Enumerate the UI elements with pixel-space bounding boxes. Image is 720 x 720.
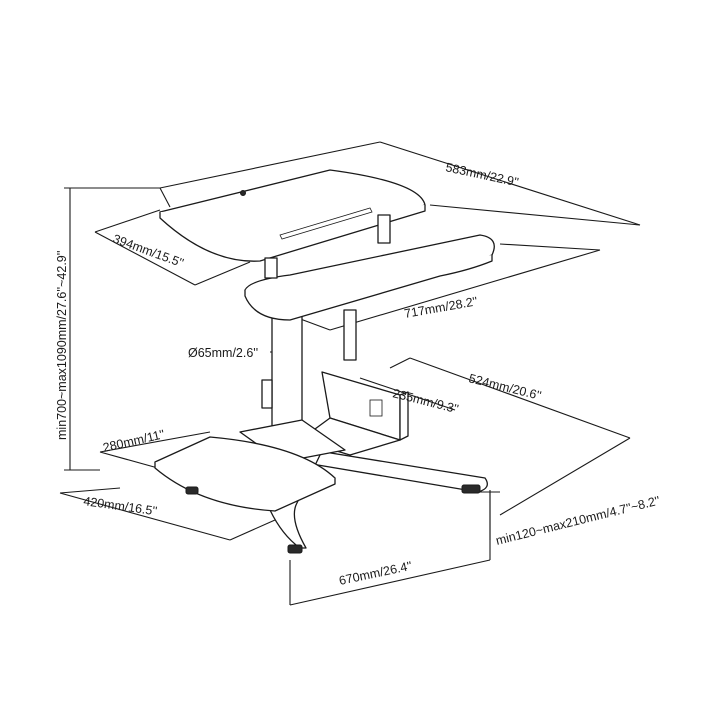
support-pole	[239, 309, 346, 463]
dim-height-range: min700~max1090mm/27.6''~42.9''	[55, 250, 69, 440]
dim-clamp-range: min120~max210mm/4.7''~8.2''	[494, 494, 661, 548]
dim-foot-width: 670mm/26.4''	[338, 559, 414, 588]
dim-width-top: 583mm/22.9''	[444, 160, 520, 189]
dim-keyboard-width: 717mm/28.2''	[403, 294, 479, 321]
dim-base-depth: 524mm/20.6''	[467, 371, 542, 403]
dim-lower-tray-depth: 280mm/11''	[102, 427, 166, 455]
lower-tray	[154, 436, 336, 512]
dim-depth-top: 394mm/15.5''	[111, 232, 186, 271]
keyboard-tray	[244, 234, 495, 361]
top-shelf	[159, 169, 426, 279]
dim-pole-diameter: Ø65mm/2.6''	[188, 346, 258, 360]
dim-lower-tray-width: 420mm/16.5''	[83, 494, 158, 518]
